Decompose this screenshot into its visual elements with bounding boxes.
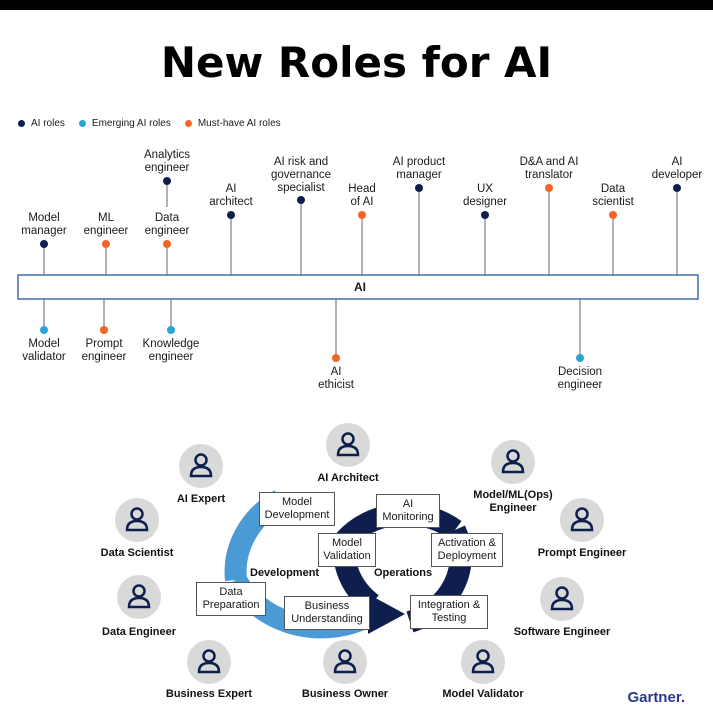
legend-label: Must-have AI roles bbox=[197, 118, 281, 129]
marker-ai-ethicist bbox=[332, 354, 340, 362]
legend-label: Emerging AI roles bbox=[91, 118, 171, 129]
role-model-validator: Model validator bbox=[22, 338, 66, 363]
cycle-label-operations: Operations bbox=[374, 567, 433, 579]
marker-ai-developer bbox=[673, 184, 681, 192]
legend-dot bbox=[18, 120, 25, 127]
role-ux-designer: UX designer bbox=[462, 183, 508, 208]
legend-item-ai-roles: AI roles bbox=[18, 118, 65, 129]
role-data-engineer: Data engineer bbox=[144, 212, 190, 237]
avatar bbox=[115, 498, 159, 542]
marker-model-validator bbox=[40, 326, 48, 334]
top-bar bbox=[0, 0, 713, 10]
person-icon bbox=[501, 449, 525, 474]
role-model-manager: Model manager bbox=[21, 212, 67, 237]
role-name-software-engineer: Software Engineer bbox=[513, 626, 611, 638]
role-name-ai-expert: AI Expert bbox=[176, 493, 226, 505]
marker-model-manager bbox=[40, 240, 48, 248]
marker-data-scientist bbox=[609, 211, 617, 219]
marker-ai-product-manager bbox=[415, 184, 423, 192]
page-title: New Roles for AI bbox=[160, 38, 553, 87]
person-icon bbox=[125, 507, 149, 532]
step-model-validation: Model Validation bbox=[318, 533, 376, 567]
step-business-understanding: Business Understanding bbox=[284, 596, 370, 630]
step-ai-monitoring: AI Monitoring bbox=[376, 494, 440, 528]
avatar bbox=[461, 640, 505, 684]
role-name-ai-architect: AI Architect bbox=[317, 472, 379, 484]
avatar bbox=[560, 498, 604, 542]
person-icon bbox=[471, 649, 495, 674]
person-icon bbox=[550, 586, 574, 611]
marker-knowledge-engineer bbox=[167, 326, 175, 334]
marker-data-engineer bbox=[163, 240, 171, 248]
role-ai-developer: AI developer bbox=[651, 156, 703, 181]
marker-head-of-ai bbox=[358, 211, 366, 219]
person-icon bbox=[127, 584, 151, 609]
role-ai-ethicist: AI ethicist bbox=[318, 366, 354, 391]
person-icon bbox=[336, 432, 360, 457]
operations-arrowhead bbox=[368, 594, 405, 634]
avatar bbox=[117, 575, 161, 619]
marker-analytics-engineer bbox=[163, 177, 171, 185]
marker-prompt-engineer bbox=[100, 326, 108, 334]
avatar bbox=[491, 440, 535, 484]
role-head-of-ai: Head of AI bbox=[348, 183, 376, 208]
marker-ai-risk bbox=[297, 196, 305, 204]
role-prompt-engineer: Prompt engineer bbox=[81, 338, 127, 363]
role-analytics-engineer: Analytics engineer bbox=[143, 149, 191, 174]
step-model-development: Model Development bbox=[259, 492, 335, 526]
cycle-label-development: Development bbox=[250, 567, 320, 579]
role-name-data-engineer: Data Engineer bbox=[102, 626, 176, 638]
role-decision-engineer: Decision engineer bbox=[557, 366, 603, 391]
role-ai-product-manager: AI product manager bbox=[392, 156, 446, 181]
role-name-business-owner: Business Owner bbox=[301, 688, 389, 700]
ai-axis-bar bbox=[17, 274, 699, 300]
role-name-data-scientist: Data Scientist bbox=[100, 547, 174, 559]
role-ai-architect: AI architect bbox=[209, 183, 253, 208]
role-da-ai-translator: D&A and AI translator bbox=[519, 156, 579, 181]
step-activation-deployment: Activation & Deployment bbox=[431, 533, 503, 567]
legend-item-emerging: Emerging AI roles bbox=[78, 118, 171, 129]
person-icon bbox=[189, 453, 213, 478]
gartner-logo: Gartner. bbox=[627, 689, 685, 706]
avatar bbox=[179, 444, 223, 488]
avatar bbox=[323, 640, 367, 684]
legend-label: AI roles bbox=[31, 118, 65, 129]
role-data-scientist: Data scientist bbox=[592, 183, 634, 208]
marker-ai-architect bbox=[227, 211, 235, 219]
legend-item-must-have: Must-have AI roles bbox=[184, 118, 281, 129]
person-icon bbox=[333, 649, 357, 674]
step-data-preparation: Data Preparation bbox=[196, 582, 266, 616]
role-name-business-expert: Business Expert bbox=[165, 688, 253, 700]
role-ai-risk-governance: AI risk and governance specialist bbox=[270, 156, 332, 194]
role-name-model-ml-ops-engineer: Model/ML(Ops) Engineer bbox=[473, 489, 553, 514]
person-icon bbox=[197, 649, 221, 674]
legend: AI roles Emerging AI roles Must-have AI … bbox=[18, 118, 281, 129]
legend-dot bbox=[184, 120, 192, 127]
role-name-prompt-engineer: Prompt Engineer bbox=[537, 547, 627, 559]
marker-ux-designer bbox=[481, 211, 489, 219]
axis-label: AI bbox=[354, 280, 366, 294]
role-name-model-validator: Model Validator bbox=[442, 688, 524, 700]
avatar bbox=[187, 640, 231, 684]
legend-dot bbox=[78, 120, 86, 127]
avatar bbox=[326, 423, 370, 467]
marker-decision-engineer bbox=[576, 354, 584, 362]
marker-da-translator bbox=[545, 184, 553, 192]
avatar bbox=[540, 577, 584, 621]
role-knowledge-engineer: Knowledge engineer bbox=[142, 338, 200, 363]
step-integration-testing: Integration & Testing bbox=[410, 595, 488, 629]
role-ml-engineer: ML engineer bbox=[83, 212, 129, 237]
person-icon bbox=[570, 507, 594, 532]
marker-ml-engineer bbox=[102, 240, 110, 248]
